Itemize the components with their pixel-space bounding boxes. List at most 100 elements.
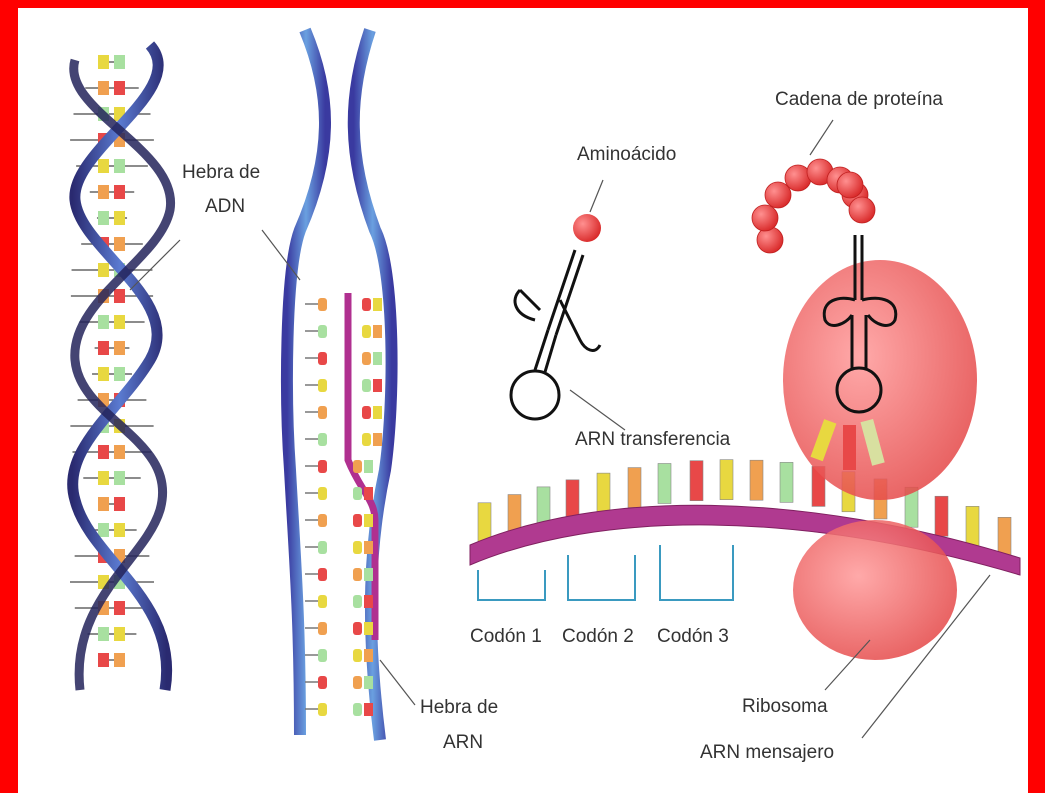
base-block	[114, 367, 125, 381]
amino-acid-bead	[573, 214, 601, 242]
base-block	[318, 676, 327, 689]
base-block	[98, 367, 109, 381]
base-block	[114, 523, 125, 537]
protein-chain	[752, 159, 875, 253]
base-block	[114, 81, 125, 95]
base-block	[98, 627, 109, 641]
mrna-base	[658, 463, 671, 503]
base-block	[364, 514, 373, 527]
unwound-dna	[287, 30, 392, 740]
base-block	[98, 263, 109, 277]
base-block	[114, 627, 125, 641]
base-block	[353, 676, 362, 689]
base-block	[114, 289, 125, 303]
mrna-base	[566, 480, 579, 520]
ribosome	[783, 235, 977, 660]
label-mrna: ARN mensajero	[700, 742, 834, 763]
base-block	[353, 541, 362, 554]
base-block	[98, 55, 109, 69]
dna-double-helix	[70, 45, 171, 690]
codon-brackets	[478, 545, 733, 600]
base-block	[114, 159, 125, 173]
base-block	[318, 298, 327, 311]
base-block	[373, 325, 382, 338]
base-block	[362, 379, 371, 392]
mrna-base	[935, 496, 948, 536]
mrna-base	[597, 473, 610, 513]
base-block	[318, 541, 327, 554]
base-block	[364, 703, 373, 716]
base-block	[114, 185, 125, 199]
leader-amino	[590, 180, 603, 212]
label-codon-1: Codón 1	[470, 626, 542, 647]
base-block	[364, 676, 373, 689]
base-block	[318, 379, 327, 392]
amino-acid-bead	[837, 172, 863, 198]
base-block	[98, 185, 109, 199]
base-block	[98, 523, 109, 537]
base-block	[98, 211, 109, 225]
free-trna	[511, 214, 601, 419]
base-block	[364, 649, 373, 662]
mrna-base	[966, 506, 979, 546]
base-block	[318, 487, 327, 500]
amino-acid-bead	[849, 197, 875, 223]
base-block	[98, 315, 109, 329]
base-block	[364, 487, 373, 500]
amino-acid-bead	[752, 205, 778, 231]
base-block	[373, 352, 382, 365]
base-block	[98, 497, 109, 511]
base-block	[318, 649, 327, 662]
mrna-base	[478, 503, 491, 543]
base-block	[98, 341, 109, 355]
mrna-base	[690, 461, 703, 501]
base-block	[114, 55, 125, 69]
base-block	[364, 460, 373, 473]
base-block	[318, 568, 327, 581]
base-block	[114, 237, 125, 251]
base-block	[362, 406, 371, 419]
base-block	[114, 341, 125, 355]
base-block	[353, 649, 362, 662]
base-block	[364, 622, 373, 635]
base-block	[98, 471, 109, 485]
base-block	[364, 541, 373, 554]
label-dna-helix-2: ADN	[205, 196, 245, 217]
label-trna: ARN transferencia	[575, 429, 731, 450]
base-block	[353, 568, 362, 581]
base-block	[353, 595, 362, 608]
base-block	[373, 433, 382, 446]
leader-rna-strand	[380, 660, 415, 705]
base-block	[373, 406, 382, 419]
base-block	[353, 514, 362, 527]
base-block	[318, 622, 327, 635]
base-block	[114, 471, 125, 485]
base-block	[98, 81, 109, 95]
base-block	[353, 622, 362, 635]
mrna-base	[780, 462, 793, 502]
base-block	[318, 595, 327, 608]
base-block	[98, 159, 109, 173]
ribosome-small-subunit	[793, 520, 957, 660]
base-block	[353, 487, 362, 500]
label-rna-strand-2: ARN	[443, 732, 483, 753]
mrna-base	[750, 460, 763, 500]
base-block	[114, 315, 125, 329]
codon-1-bracket	[478, 570, 545, 600]
base-block	[353, 703, 362, 716]
base-block	[114, 497, 125, 511]
label-ribosome: Ribosoma	[742, 696, 828, 717]
base-block	[362, 325, 371, 338]
leader-protein	[810, 120, 833, 155]
base-block	[318, 514, 327, 527]
base-block	[98, 445, 109, 459]
mrna-base	[720, 460, 733, 500]
base-block	[114, 653, 125, 667]
label-dna-helix-1: Hebra de	[182, 162, 260, 183]
base-block	[318, 703, 327, 716]
base-block	[318, 433, 327, 446]
base-block	[318, 352, 327, 365]
base-block	[318, 460, 327, 473]
base-block	[373, 379, 382, 392]
